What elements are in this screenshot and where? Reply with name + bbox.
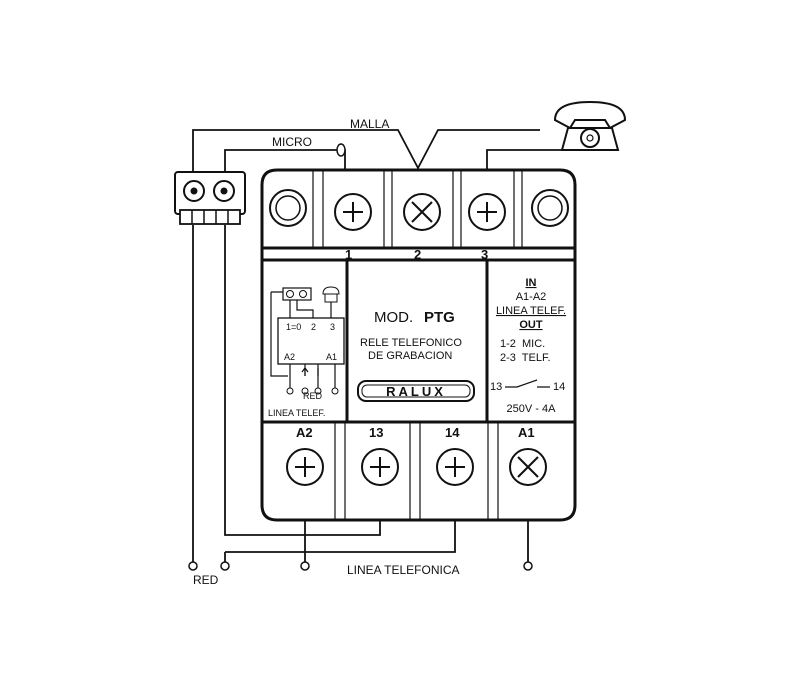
description-line-1: RELE TELEFONICO	[360, 337, 462, 349]
schematic-label-1: 1=0	[286, 322, 301, 332]
top-screws	[269, 189, 569, 231]
microphone-module-icon	[174, 171, 246, 225]
out-line-2: 2-3 TELF.	[500, 352, 551, 364]
schematic-label-a1: A1	[326, 352, 337, 362]
linea-terminal-end-a2	[300, 561, 310, 571]
micro-label: MICRO	[272, 135, 312, 149]
model-prefix: MOD.	[374, 309, 413, 326]
description-line-2: DE GRABACION	[368, 350, 452, 362]
red-terminal-end-2	[220, 561, 230, 571]
telephone-icon	[553, 100, 627, 151]
malla-label: MALLA	[350, 117, 389, 131]
screw-icon-1	[334, 193, 372, 231]
screw-icon-2	[403, 193, 441, 231]
linea-terminal-end-a1	[523, 561, 533, 571]
contact-13-label: 13	[490, 381, 502, 393]
terminal-2-label: 2	[414, 247, 421, 262]
schematic-label-a2: A2	[284, 352, 295, 362]
wire-lines	[192, 129, 591, 565]
terminal-13-label: 13	[369, 425, 383, 440]
brand-logo: RALUX	[357, 380, 475, 402]
brand-text: RALUX	[386, 384, 446, 399]
terminal-14-label: 14	[445, 425, 460, 440]
schematic-label-2: 2	[311, 322, 316, 332]
model-code: PTG	[424, 309, 455, 326]
schematic-panel	[270, 286, 345, 395]
mini-phone-icon	[322, 286, 340, 295]
bottom-screws	[286, 448, 547, 486]
wire-ends	[188, 143, 533, 571]
schematic-label-3: 3	[330, 322, 335, 332]
screw-icon-3	[468, 193, 506, 231]
red-label: RED	[193, 573, 219, 587]
screw-icon-a2	[286, 448, 324, 486]
schematic-red-label: RED	[303, 391, 323, 401]
micro-shield-ring	[336, 143, 346, 157]
screw-icon-13	[361, 448, 399, 486]
terminal-a2-label: A2	[296, 425, 313, 440]
in-terminals: A1-A2	[516, 291, 547, 303]
terminal-1-label: 1	[345, 247, 352, 262]
rating-label: 250V - 4A	[507, 403, 557, 415]
out-line-1: 1-2 MIC.	[500, 338, 545, 350]
screw-icon-a1	[509, 448, 547, 486]
terminal-a1-label: A1	[518, 425, 535, 440]
contact-switch-icon	[505, 379, 550, 388]
in-title: IN	[526, 277, 537, 289]
linea-telefonica-label: LINEA TELEFONICA	[347, 563, 459, 577]
schematic-footer: LINEA TELEF.	[268, 408, 325, 418]
terminal-3-label: 3	[481, 247, 488, 262]
out-title: OUT	[519, 319, 543, 331]
in-description: LINEA TELEF.	[496, 305, 566, 317]
red-terminal-end	[188, 561, 198, 571]
contact-14-label: 14	[553, 381, 565, 393]
screw-icon-14	[436, 448, 474, 486]
